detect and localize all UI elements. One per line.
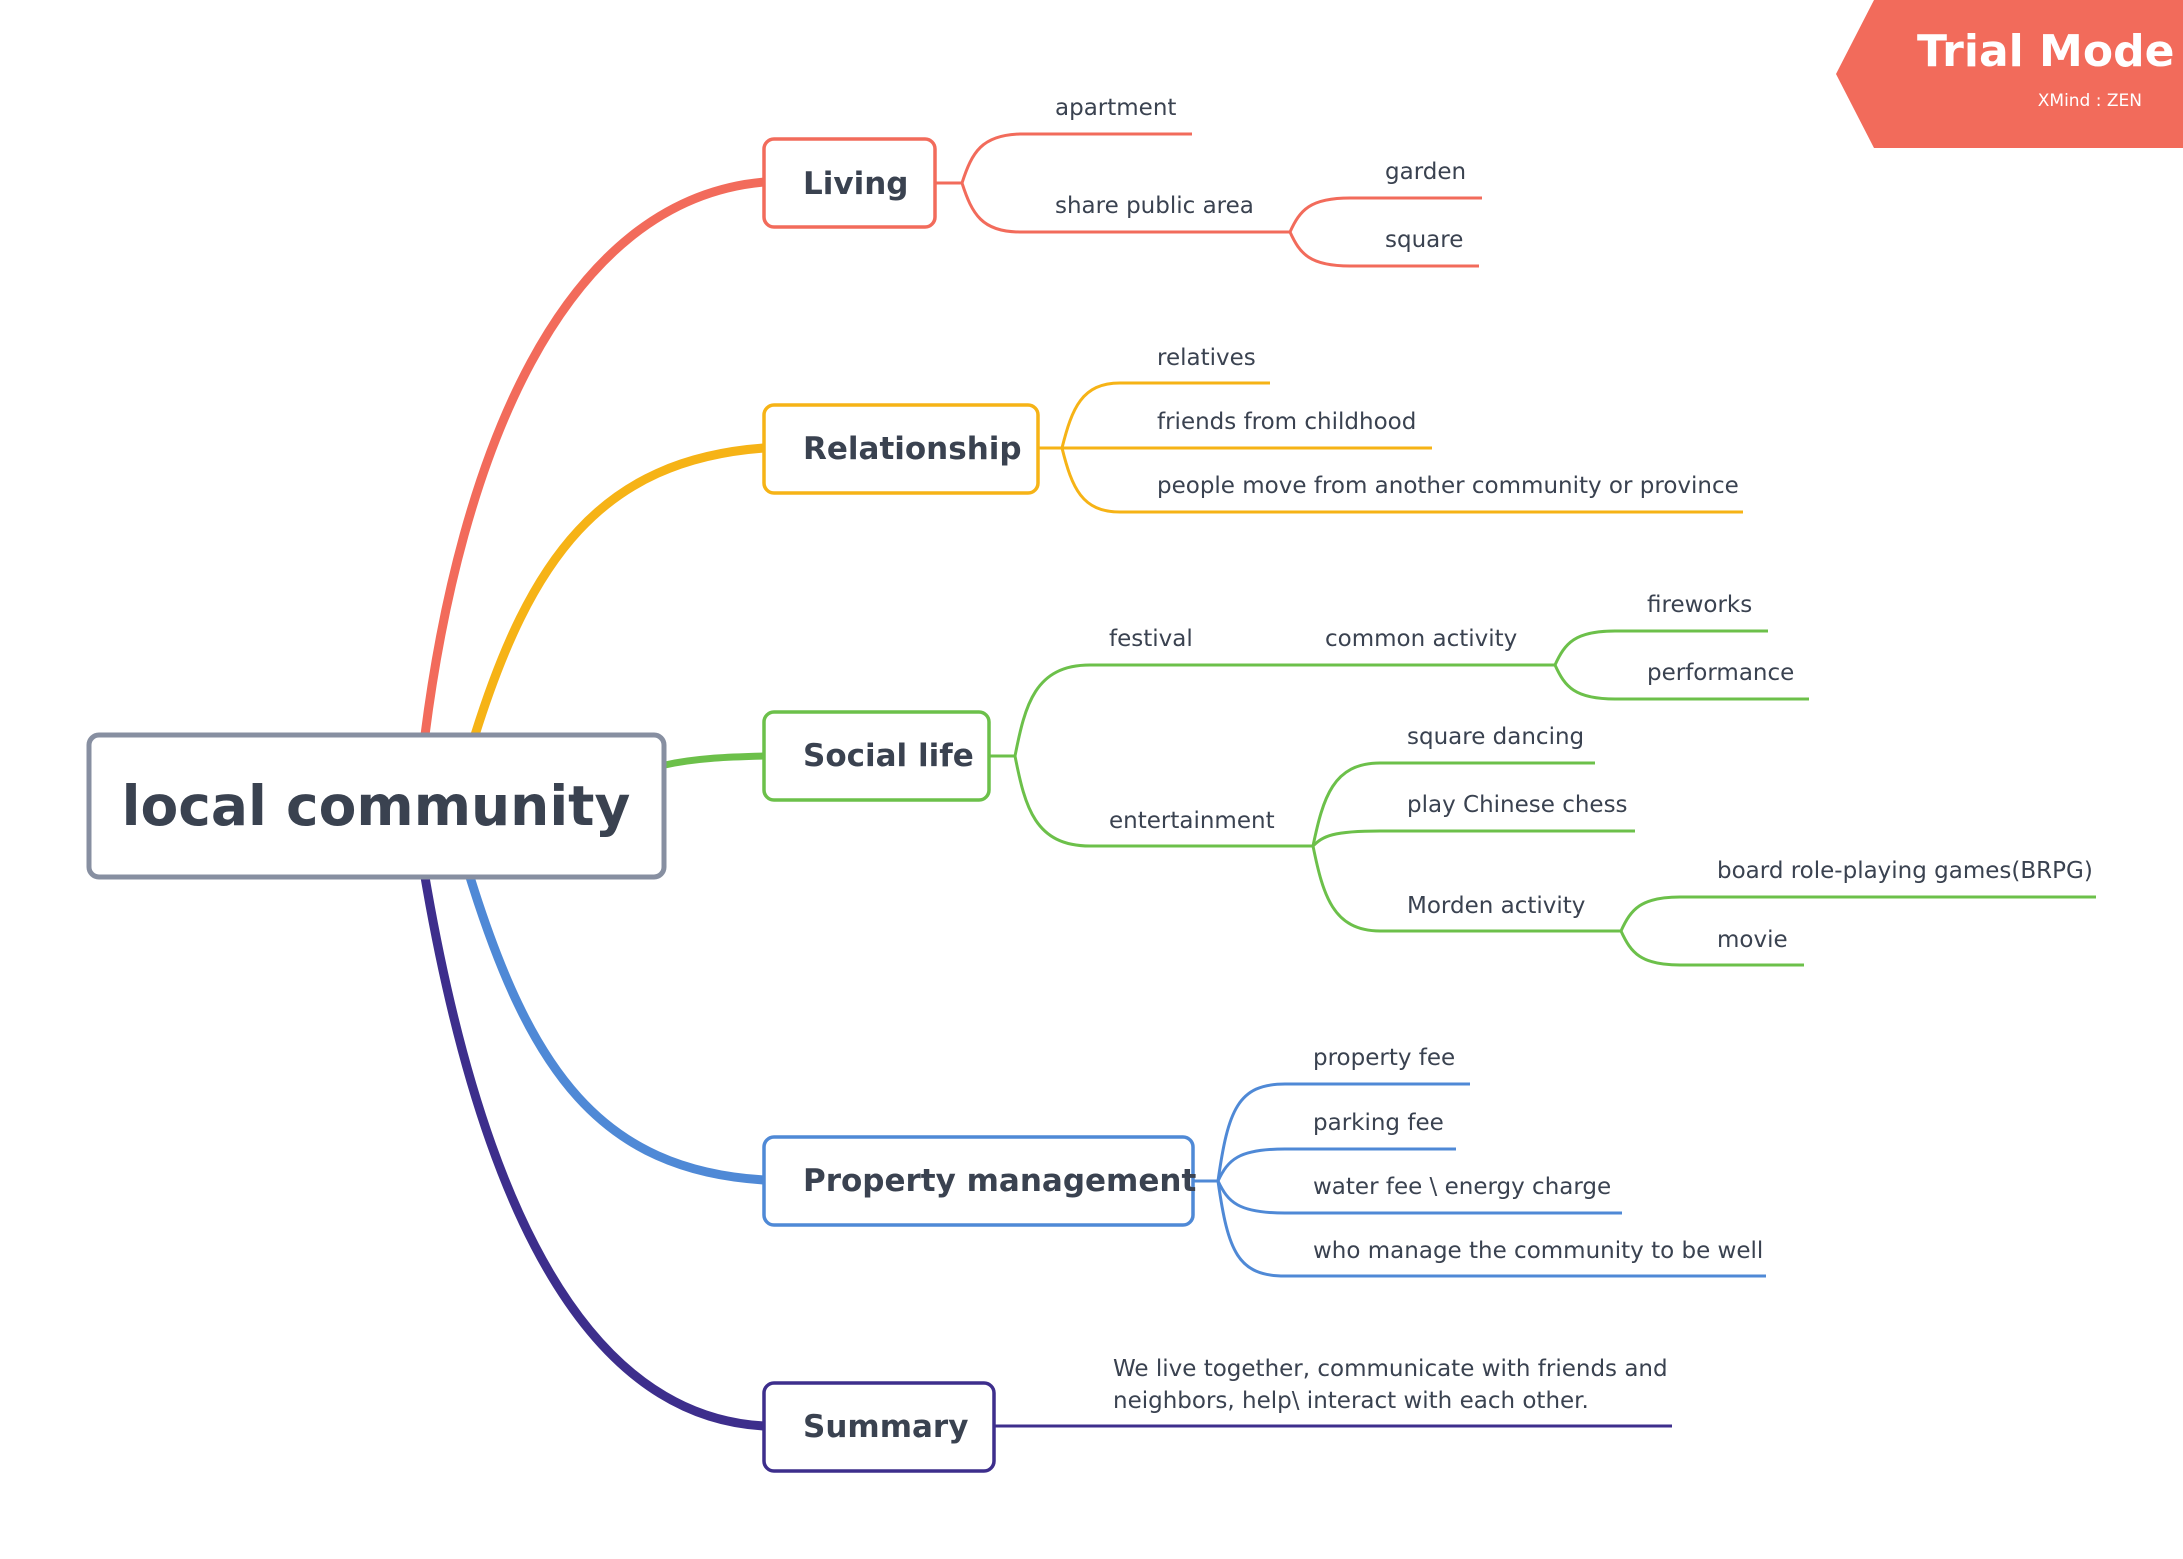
topic-festival[interactable]: festival [1109, 626, 1193, 652]
trunk-living [420, 177, 765, 736]
root-label: local community [122, 774, 631, 838]
topic-water-fee[interactable]: water fee \ energy charge [1313, 1174, 1611, 1200]
trunk-social-life [664, 752, 765, 769]
trunk-property-management [465, 875, 765, 1185]
trial-mode-title: Trial Mode [1917, 26, 2175, 77]
node-relationship-label: Relationship [803, 431, 1022, 467]
topic-common-activity[interactable]: common activity [1325, 626, 1517, 652]
topic-performance[interactable]: performance [1647, 660, 1794, 686]
rel-edge-people [1060, 447, 1743, 514]
topic-relatives[interactable]: relatives [1157, 345, 1256, 371]
prop-edge-water-fee [1216, 1180, 1622, 1215]
living-edge-share [960, 182, 1290, 234]
root-node[interactable] [86, 732, 667, 880]
topic-square-dancing[interactable]: square dancing [1407, 724, 1584, 750]
topic-entertainment[interactable]: entertainment [1109, 808, 1275, 834]
common-edge-performance [1553, 664, 1809, 701]
node-living-label: Living [803, 166, 908, 202]
topic-friends-from-childhood[interactable]: friends from childhood [1157, 409, 1416, 435]
living-edge-apartment [960, 132, 1192, 184]
node-social-life-label: Social life [803, 738, 974, 774]
topic-share-public-area[interactable]: share public area [1055, 193, 1254, 219]
share-edge-square [1288, 231, 1479, 268]
morden-edge-brpg [1619, 895, 2096, 932]
trunk-summary [420, 876, 765, 1431]
topic-parking-fee[interactable]: parking fee [1313, 1110, 1444, 1136]
node-property-management-label: Property management [803, 1163, 1196, 1199]
topic-fireworks[interactable]: fireworks [1647, 592, 1752, 618]
topic-garden[interactable]: garden [1385, 159, 1466, 185]
xmind-zen-brand: XMind : ZEN [2037, 91, 2142, 111]
ent-edge-morden [1311, 845, 1621, 933]
topic-summary-line2[interactable]: neighbors, help\ interact with each othe… [1113, 1388, 1589, 1414]
trial-mode-badge[interactable] [1836, 0, 2183, 148]
social-edge-entertainment [1013, 755, 1313, 848]
trunk-relationship [470, 443, 765, 737]
rel-edge-relatives [1060, 381, 1270, 449]
prop-edge-parking-fee [1216, 1147, 1456, 1182]
social-edge-festival [1013, 663, 1555, 757]
prop-edge-who-manage [1216, 1180, 1766, 1278]
topic-morden-activity[interactable]: Morden activity [1407, 893, 1585, 919]
topic-brpg[interactable]: board role-playing games(BRPG) [1717, 858, 2093, 884]
topic-who-manage[interactable]: who manage the community to be well [1313, 1238, 1763, 1264]
prop-edge-property-fee [1216, 1082, 1470, 1182]
topic-property-fee[interactable]: property fee [1313, 1045, 1455, 1071]
morden-edge-movie [1619, 930, 1804, 967]
trial-mode-badge-shape [1836, 0, 2183, 148]
share-edge-garden [1288, 196, 1482, 233]
topic-square[interactable]: square [1385, 227, 1463, 253]
node-summary-label: Summary [803, 1409, 968, 1445]
topic-people-move[interactable]: people move from another community or pr… [1157, 473, 1739, 499]
topic-movie[interactable]: movie [1717, 927, 1788, 953]
ent-edge-square-dancing [1311, 761, 1595, 847]
common-edge-fireworks [1553, 629, 1768, 666]
topic-summary-line1[interactable]: We live together, communicate with frien… [1113, 1356, 1668, 1382]
ent-edge-chess [1311, 829, 1635, 848]
topic-play-chinese-chess[interactable]: play Chinese chess [1407, 792, 1628, 818]
topic-apartment[interactable]: apartment [1055, 95, 1176, 121]
